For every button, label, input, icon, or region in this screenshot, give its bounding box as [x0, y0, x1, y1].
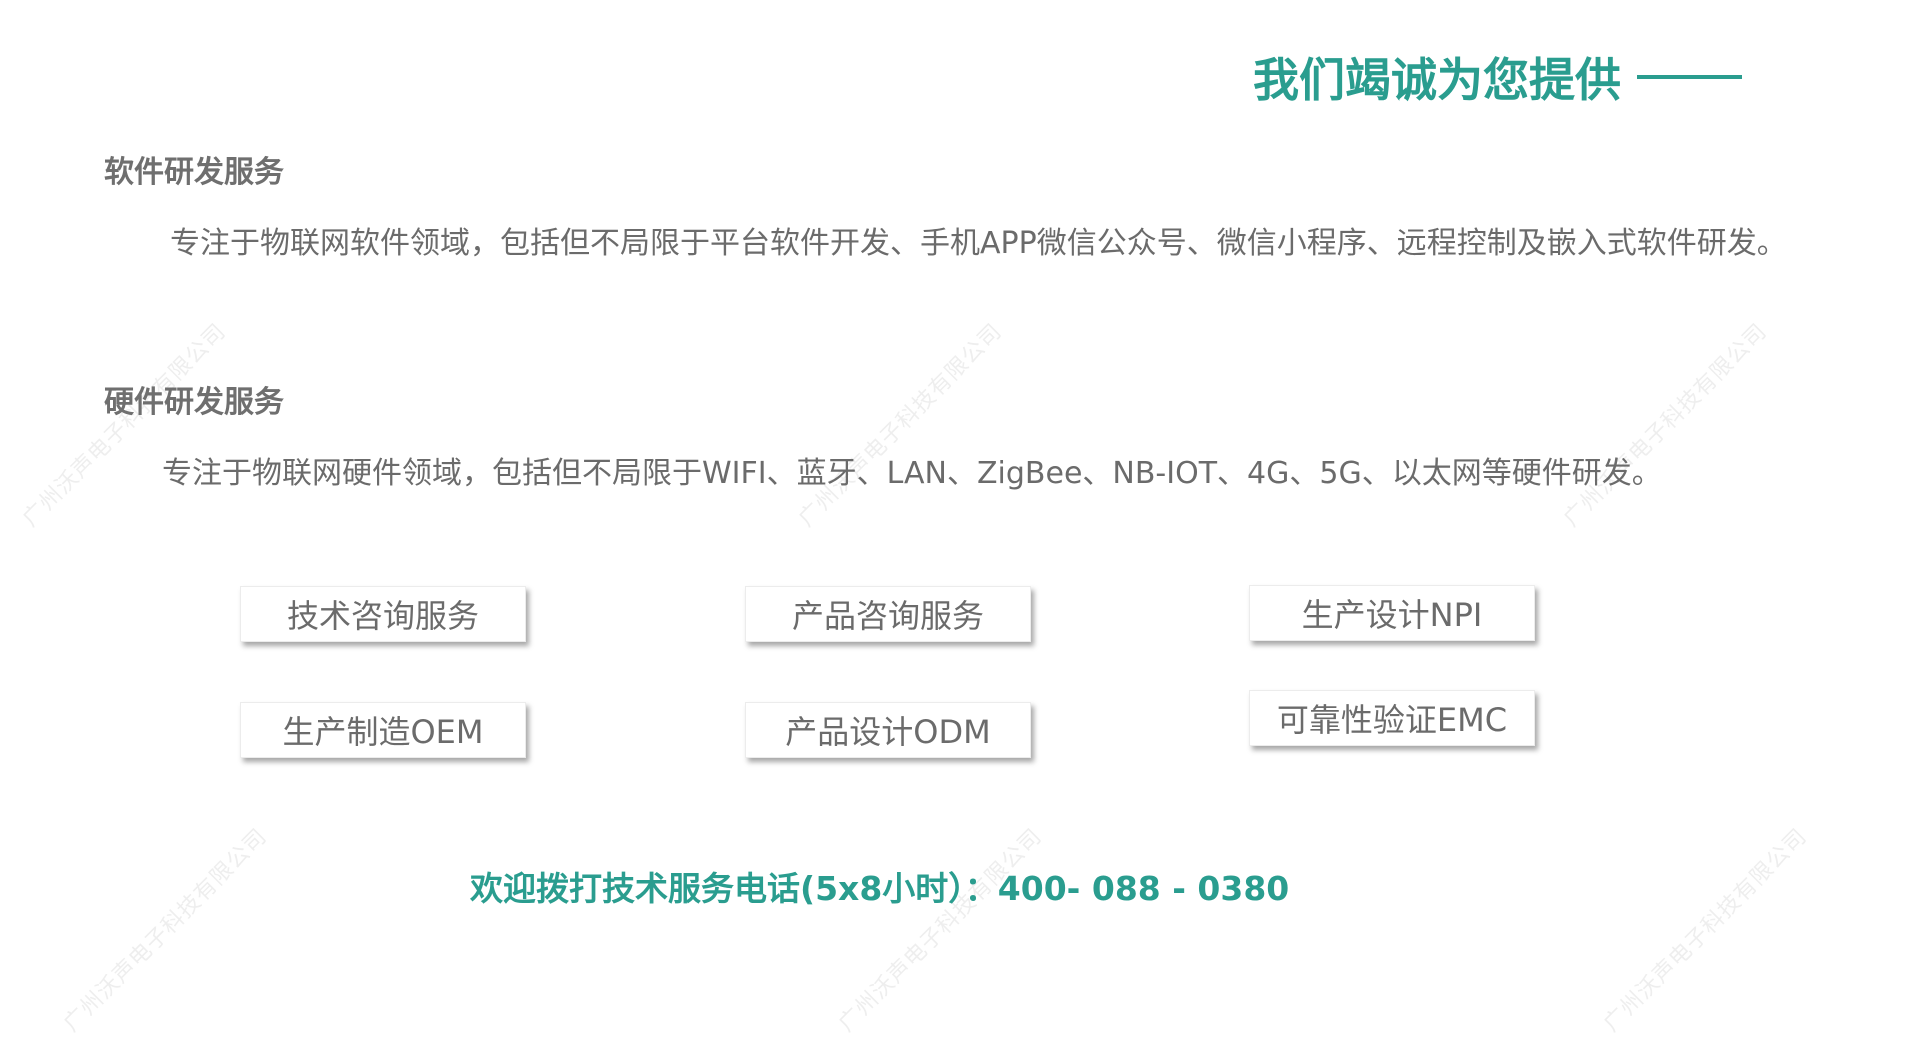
headline-rule [1637, 75, 1742, 79]
software-section-title: 软件研发服务 [104, 155, 284, 190]
service-button-odm[interactable]: 产品设计ODM [745, 702, 1031, 758]
hardware-section-title: 硬件研发服务 [104, 385, 284, 420]
headline-text: 我们竭诚为您提供 [1253, 53, 1621, 107]
hardware-section-body: 专注于物联网硬件领域，包括但不局限于WIFI、蓝牙、LAN、ZigBee、NB-… [162, 456, 1662, 491]
watermark: 广州沃声电子科技有限公司 [1559, 319, 1773, 532]
software-section-body: 专注于物联网软件领域，包括但不局限于平台软件开发、手机APP微信公众号、微信小程… [170, 226, 1787, 261]
page-headline: 我们竭诚为您提供 [1253, 44, 1742, 110]
service-hotline: 欢迎拨打技术服务电话(5x8小时）：400- 088 - 0380 [470, 869, 1290, 908]
watermark: 广州沃声电子科技有限公司 [794, 319, 1008, 532]
watermark: 广州沃声电子科技有限公司 [18, 319, 232, 532]
service-button-oem[interactable]: 生产制造OEM [240, 702, 526, 758]
service-button-emc[interactable]: 可靠性验证EMC [1249, 690, 1535, 746]
service-button-tech-consulting[interactable]: 技术咨询服务 [240, 586, 526, 642]
service-button-product-consulting[interactable]: 产品咨询服务 [745, 586, 1031, 642]
service-button-npi[interactable]: 生产设计NPI [1249, 585, 1535, 641]
